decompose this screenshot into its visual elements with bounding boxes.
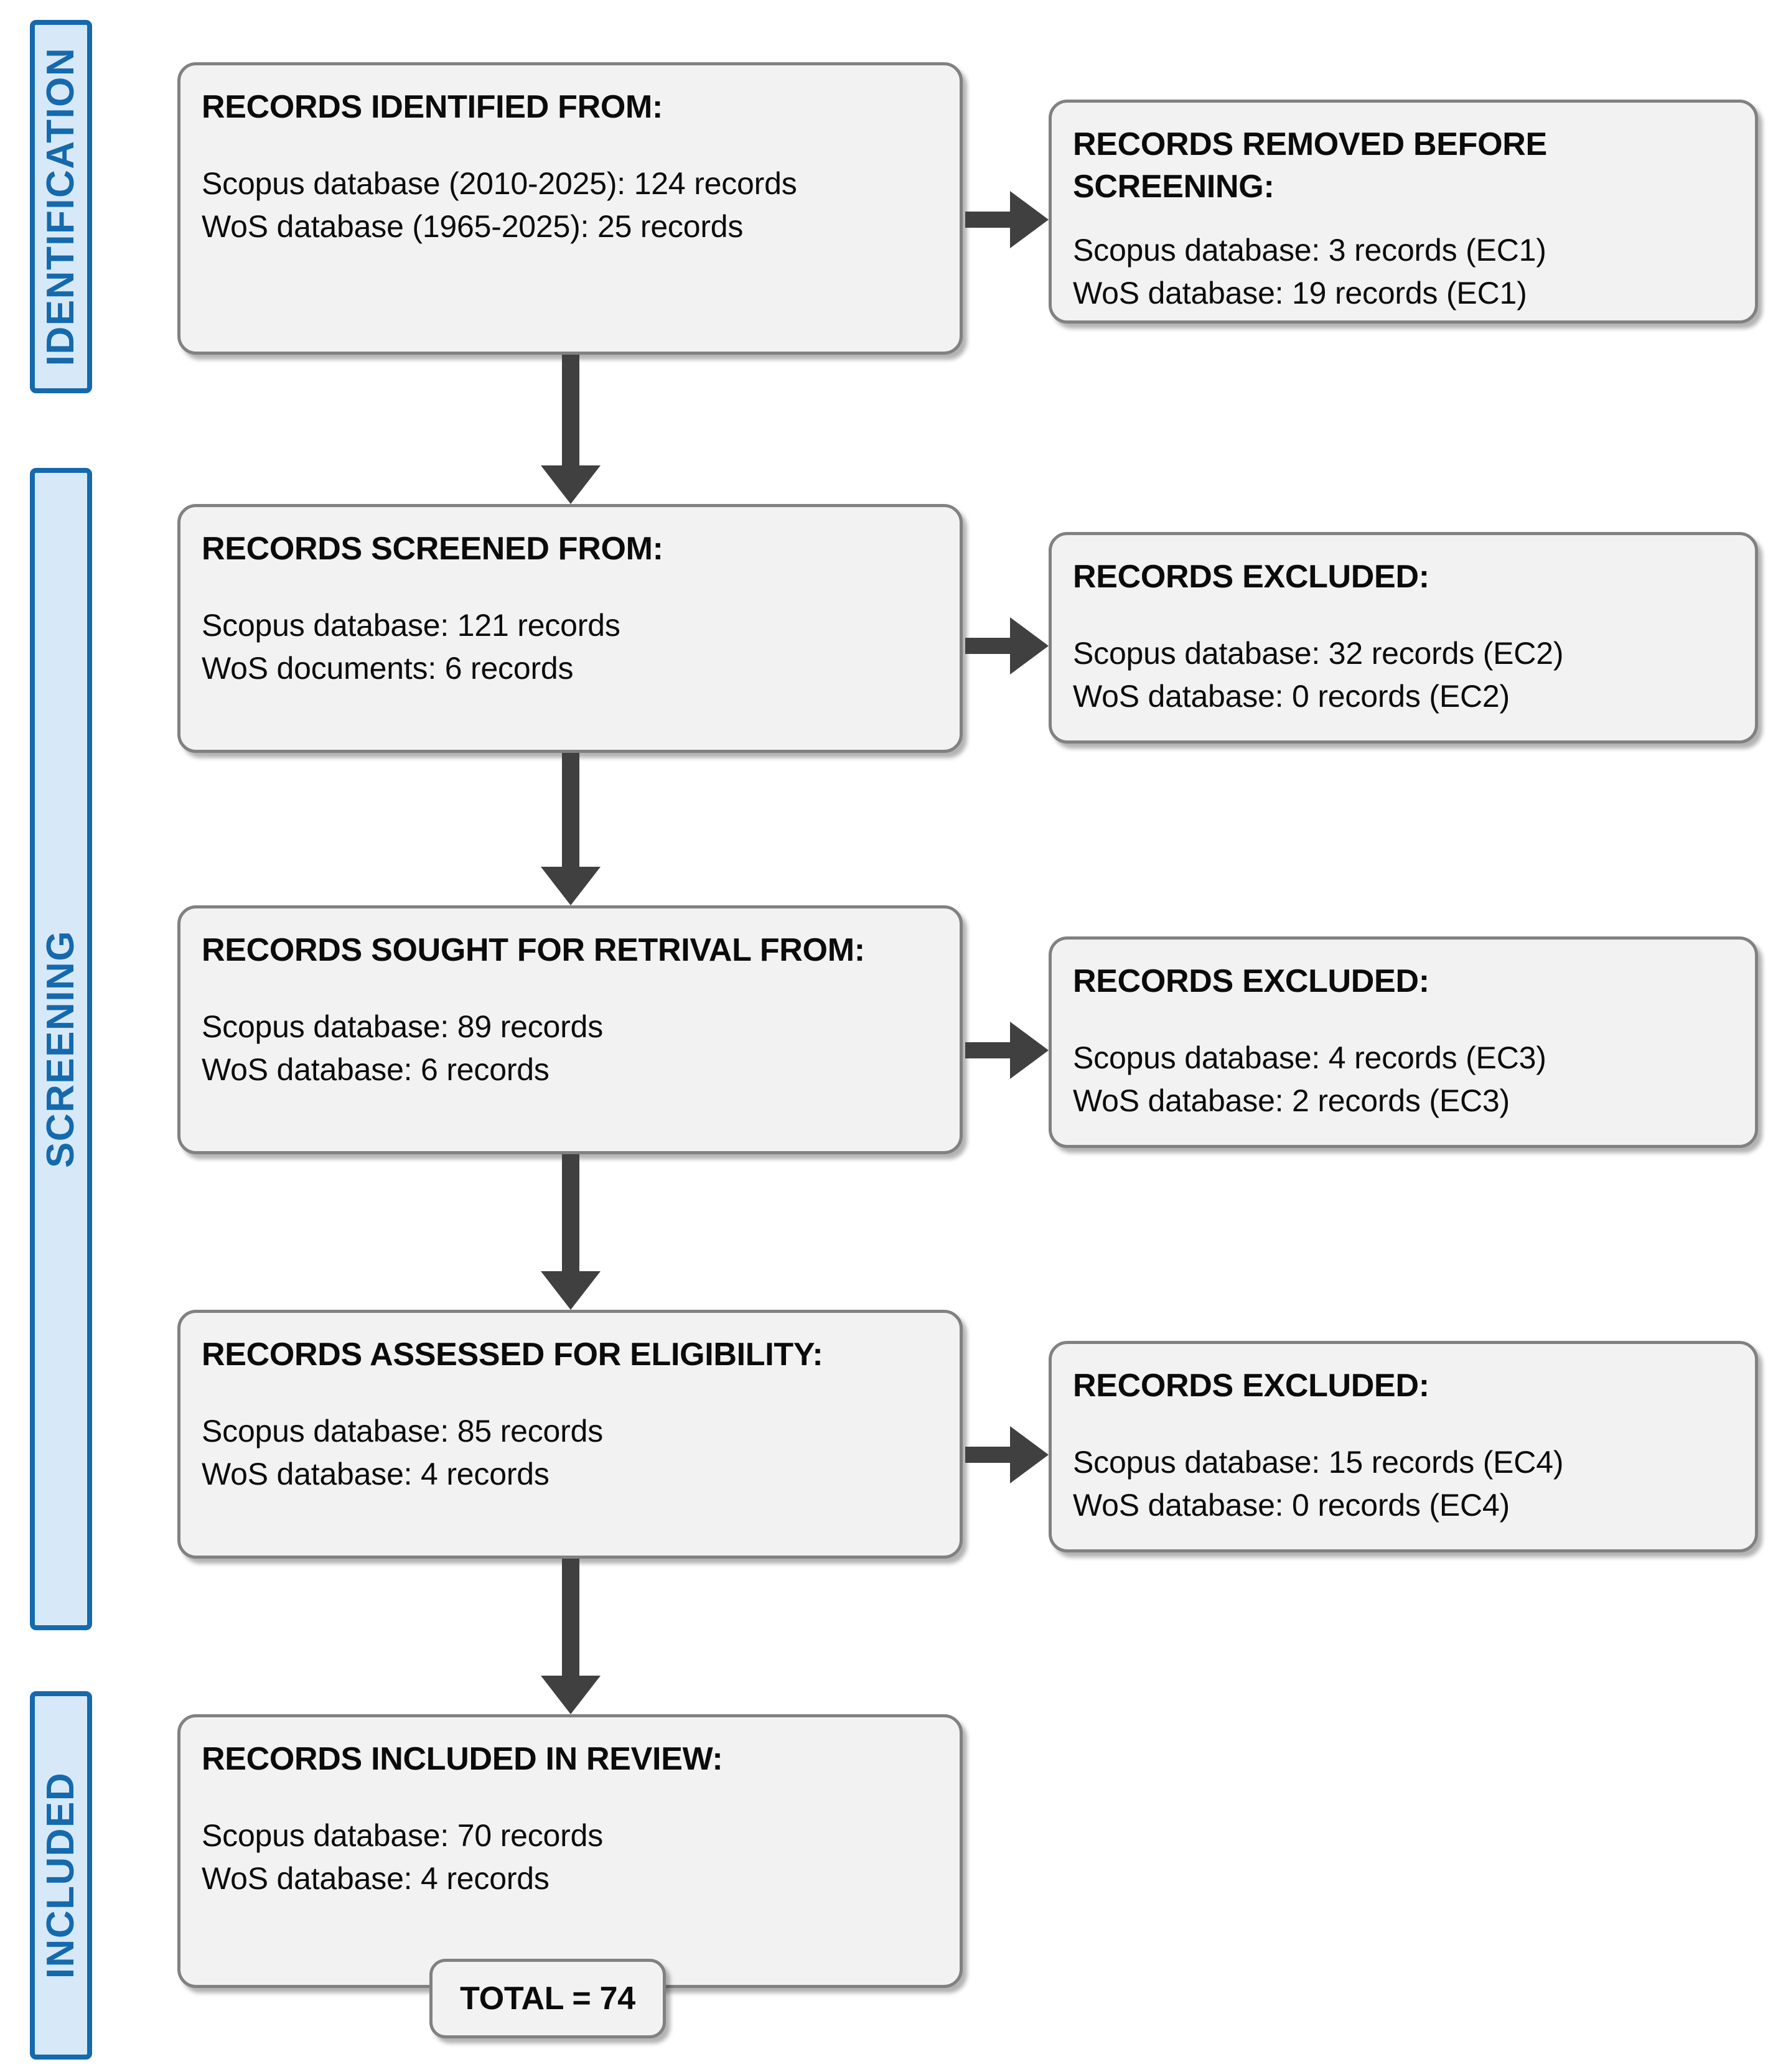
box-records-excluded-ec2-title: RECORDS EXCLUDED: bbox=[1073, 559, 1429, 595]
arrow-right-sought-to-excluded-ec3-head bbox=[1010, 1022, 1049, 1079]
arrow-down-assessed-to-included-head bbox=[541, 1676, 601, 1714]
box-records-included-title: RECORDS INCLUDED IN REVIEW: bbox=[202, 1741, 723, 1777]
phase-band-identification: IDENTIFICATION bbox=[30, 20, 92, 393]
box-records-excluded-ec4-title: RECORDS EXCLUDED: bbox=[1073, 1368, 1429, 1404]
arrow-right-identified-to-removed-head bbox=[1010, 191, 1049, 248]
phase-band-screening-label: SCREENING bbox=[39, 930, 83, 1169]
box-records-assessed-line-wos: WoS database: 4 records bbox=[202, 1456, 550, 1491]
box-records-excluded-ec4-line-scopus: Scopus database: 15 records (EC4) bbox=[1073, 1444, 1564, 1480]
box-records-identified: RECORDS IDENTIFIED FROM: Scopus database… bbox=[177, 62, 963, 355]
box-records-sought-title: RECORDS SOUGHT FOR RETRIVAL FROM: bbox=[202, 932, 865, 968]
box-records-excluded-ec3-title: RECORDS EXCLUDED: bbox=[1073, 963, 1429, 999]
box-records-excluded-ec2-line-wos: WoS database: 0 records (EC2) bbox=[1073, 678, 1510, 714]
phase-band-included: INCLUDED bbox=[30, 1691, 92, 2060]
box-records-included-line-scopus: Scopus database: 70 records bbox=[202, 1818, 604, 1853]
box-records-screened-line-wos: WoS documents: 6 records bbox=[202, 650, 574, 686]
box-records-identified-line-wos: WoS database (1965-2025): 25 records bbox=[202, 208, 744, 244]
box-records-assessed-title: RECORDS ASSESSED FOR ELIGIBILITY: bbox=[202, 1337, 823, 1373]
box-records-sought-for-retrival: RECORDS SOUGHT FOR RETRIVAL FROM: Scopus… bbox=[177, 905, 963, 1154]
box-records-screened: RECORDS SCREENED FROM: Scopus database: … bbox=[177, 504, 963, 753]
arrow-right-assessed-to-excluded-ec4-head bbox=[1010, 1426, 1049, 1483]
box-records-sought-line-scopus: Scopus database: 89 records bbox=[202, 1009, 604, 1044]
box-records-identified-title: RECORDS IDENTIFIED FROM: bbox=[202, 89, 663, 125]
box-records-sought-line-wos: WoS database: 6 records bbox=[202, 1052, 550, 1087]
total-badge: TOTAL = 74 bbox=[429, 1959, 666, 2038]
box-records-screened-title: RECORDS SCREENED FROM: bbox=[202, 531, 663, 567]
box-records-included-line-wos: WoS database: 4 records bbox=[202, 1860, 550, 1896]
arrow-down-sought-to-assessed-head bbox=[541, 1271, 601, 1310]
phase-band-screening: SCREENING bbox=[30, 468, 92, 1630]
box-records-assessed-line-scopus: Scopus database: 85 records bbox=[202, 1413, 604, 1449]
box-records-excluded-ec2-line-scopus: Scopus database: 32 records (EC2) bbox=[1073, 635, 1564, 671]
arrow-down-screened-to-sought bbox=[562, 753, 579, 867]
box-records-removed-line-wos: WoS database: 19 records (EC1) bbox=[1073, 276, 1527, 311]
box-records-removed-title: RECORDS REMOVED BEFORE SCREENING: bbox=[1073, 126, 1547, 205]
box-records-excluded-ec3-line-wos: WoS database: 2 records (EC3) bbox=[1073, 1083, 1510, 1118]
box-records-excluded-ec3: RECORDS EXCLUDED: Scopus database: 4 rec… bbox=[1049, 936, 1758, 1148]
box-records-included-in-review: RECORDS INCLUDED IN REVIEW: Scopus datab… bbox=[177, 1714, 963, 1988]
box-records-excluded-ec4: RECORDS EXCLUDED: Scopus database: 15 re… bbox=[1049, 1341, 1758, 1552]
arrow-down-screened-to-sought-head bbox=[541, 867, 601, 905]
box-records-identified-line-scopus: Scopus database (2010-2025): 124 records bbox=[202, 166, 797, 201]
arrow-down-identified-to-screened bbox=[562, 355, 579, 465]
arrow-down-assessed-to-included bbox=[562, 1559, 579, 1676]
box-records-removed-before-screening: RECORDS REMOVED BEFORE SCREENING: Scopus… bbox=[1049, 100, 1758, 324]
total-badge-label: TOTAL = 74 bbox=[460, 1981, 635, 2017]
phase-band-included-label: INCLUDED bbox=[39, 1771, 83, 1979]
box-records-excluded-ec3-line-scopus: Scopus database: 4 records (EC3) bbox=[1073, 1040, 1546, 1075]
arrow-right-screened-to-excluded-ec2-head bbox=[1010, 617, 1049, 674]
box-records-screened-line-scopus: Scopus database: 121 records bbox=[202, 607, 620, 643]
arrow-down-identified-to-screened-head bbox=[541, 465, 601, 504]
box-records-excluded-ec2: RECORDS EXCLUDED: Scopus database: 32 re… bbox=[1049, 532, 1758, 744]
phase-band-identification-label: IDENTIFICATION bbox=[39, 47, 82, 366]
arrow-down-sought-to-assessed bbox=[562, 1154, 579, 1271]
box-records-excluded-ec4-line-wos: WoS database: 0 records (EC4) bbox=[1073, 1487, 1510, 1523]
box-records-removed-line-scopus: Scopus database: 3 records (EC1) bbox=[1073, 233, 1546, 268]
box-records-assessed-for-eligibility: RECORDS ASSESSED FOR ELIGIBILITY: Scopus… bbox=[177, 1310, 963, 1559]
